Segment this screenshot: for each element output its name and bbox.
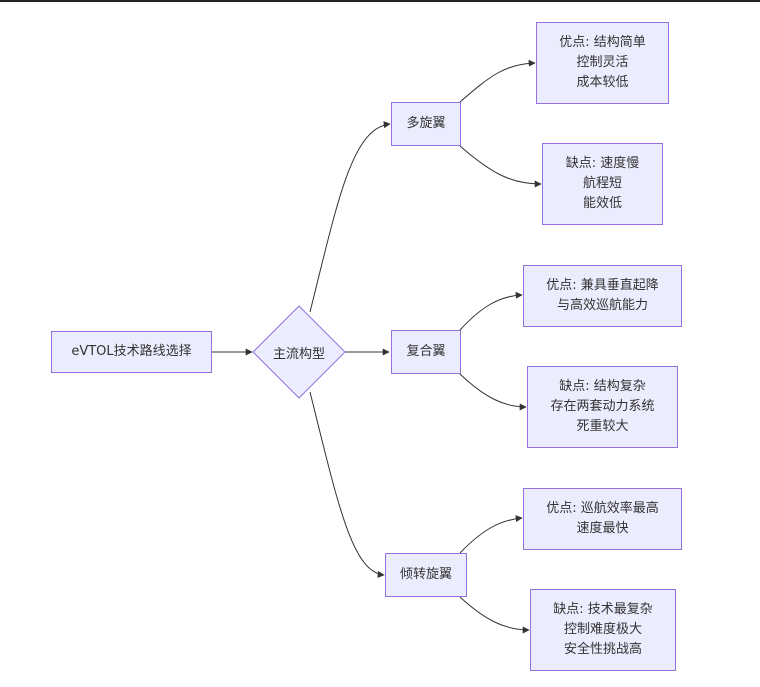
root-node-label: eVTOL技术路线选择 [71, 344, 192, 359]
pros-line: 速度最快 [576, 521, 629, 536]
cons-node-multirotor: 缺点: 速度慢 航程短 能效低 [542, 143, 663, 225]
edge-compound-to-cons [459, 373, 527, 411]
branch-node-tiltrotor: 倾转旋翼 [385, 553, 467, 597]
edge-compound-to-pros [459, 291, 523, 331]
pros-node-multirotor: 优点: 结构简单 控制灵活 成本较低 [536, 22, 669, 104]
pros-line: 优点: 结构简单 [559, 35, 646, 50]
top-border-line [0, 0, 760, 2]
cons-line: 能效低 [582, 196, 622, 211]
decision-diamond-shape [252, 305, 346, 399]
cons-line: 缺点: 结构复杂 [559, 379, 646, 394]
pros-line: 与高效巡航能力 [556, 298, 648, 313]
edge-multirotor-to-cons [459, 145, 542, 188]
cons-node-tiltrotor: 缺点: 技术最复杂 控制难度极大 安全性挑战高 [530, 589, 676, 671]
pros-line: 优点: 兼具垂直起降 [546, 278, 659, 293]
edge-decision-to-multirotor [309, 121, 391, 313]
root-node: eVTOL技术路线选择 [51, 331, 212, 373]
branch-node-compound-wing: 复合翼 [391, 330, 461, 374]
branch-label: 多旋翼 [406, 116, 446, 131]
pros-line: 成本较低 [576, 75, 629, 90]
pros-node-tiltrotor: 优点: 巡航效率最高 速度最快 [523, 488, 682, 550]
cons-line: 安全性挑战高 [563, 642, 642, 657]
cons-line: 死重较大 [576, 419, 629, 434]
pros-node-compound-wing: 优点: 兼具垂直起降 与高效巡航能力 [523, 265, 682, 327]
pros-line: 优点: 巡航效率最高 [546, 501, 659, 516]
edge-tiltrotor-to-pros [459, 515, 523, 554]
cons-line: 存在两套动力系统 [550, 399, 655, 414]
decision-node-label: 主流构型 [272, 346, 325, 362]
pros-line: 控制灵活 [576, 55, 629, 70]
edge-multirotor-to-pros [459, 59, 536, 103]
edge-decision-to-tiltrotor [309, 391, 385, 578]
cons-line: 控制难度极大 [563, 622, 642, 637]
cons-node-compound-wing: 缺点: 结构复杂 存在两套动力系统 死重较大 [527, 366, 678, 448]
branch-label: 倾转旋翼 [399, 567, 452, 582]
branch-label: 复合翼 [406, 344, 446, 359]
cons-line: 缺点: 技术最复杂 [553, 602, 653, 617]
cons-line: 缺点: 速度慢 [565, 156, 640, 171]
cons-line: 航程短 [582, 176, 622, 191]
decision-node: 主流构型 [252, 305, 346, 399]
edge-tiltrotor-to-cons [459, 596, 530, 634]
branch-node-multirotor: 多旋翼 [391, 102, 461, 146]
